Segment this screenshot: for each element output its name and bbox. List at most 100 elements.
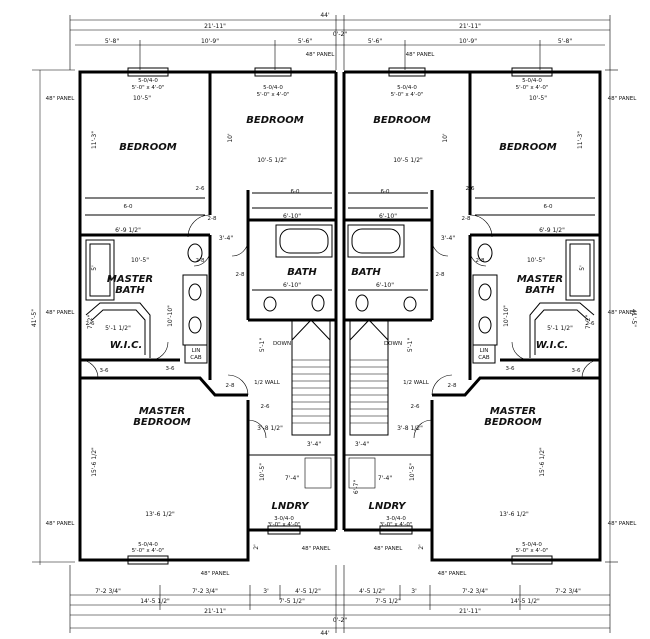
room-dim: 10'-5 1/2" (257, 157, 287, 164)
half-wall-label: 1/2 WALL (403, 380, 430, 386)
door-label: 3-6 (166, 366, 175, 372)
window-code: 5-0/4-0 (138, 78, 158, 84)
room-dim: 10' (442, 133, 449, 143)
room-master-bedroom: BEDROOM (484, 417, 541, 428)
room-dim: 5'-1" (407, 338, 414, 352)
room-dim: 5' (91, 265, 98, 271)
bot-dim-l-mid: 7'-5 1/2" (279, 598, 305, 605)
window-size: 3'-0" x 4'-0" (268, 522, 301, 528)
door-label: 2-6 (411, 404, 420, 410)
top-dim-r-c: 5'-8" (558, 38, 572, 45)
room-dim: 3'-4" (441, 235, 455, 242)
unit-right (342, 67, 602, 565)
door-label: 2-8 (208, 216, 217, 222)
panel-label: 48" PANEL (438, 571, 468, 577)
half-width-left-top: 21'-11" (204, 23, 226, 30)
room-wic: W.I.C. (110, 340, 143, 351)
bot-dim-l-wide: 14'-5 1/2" (140, 598, 170, 605)
window-size: 5'-0" x 4'-0" (516, 548, 549, 554)
stair-down-label: DOWN (384, 341, 402, 347)
bot-dim-l-b: 7'-2 3/4" (192, 588, 218, 595)
room-dim: 11'-3" (577, 131, 584, 149)
room-dim: 6'-9 1/2" (539, 227, 565, 234)
room-dim: 15'-6 1/2" (91, 447, 98, 477)
center-gap-bottom: 0'-2" (333, 617, 347, 624)
room-bedroom: BEDROOM (246, 115, 303, 126)
top-dim-l-b: 10'-9" (201, 38, 219, 45)
room-dim: 7'-4" (285, 475, 299, 482)
room-dim: 10'-5" (529, 95, 547, 102)
panel-label: 48" PANEL (608, 310, 638, 316)
door-label: 2-6 (261, 404, 270, 410)
room-dim: 10'-5" (259, 463, 266, 481)
panel-label: 48" PANEL (201, 571, 231, 577)
room-dim: 13'-6 1/2" (145, 511, 175, 518)
bot-dim-l-a: 7'-2 3/4" (95, 588, 121, 595)
panel-label: 48" PANEL (46, 96, 76, 102)
dimension-texts: 44' 0'-2" 21'-11" 21'-11" 5'-8" 10'-9" 5… (31, 12, 637, 637)
top-dim-r-b: 10'-9" (459, 38, 477, 45)
window-code: 5-0/4-0 (397, 85, 417, 91)
door-label: 3-6 (100, 368, 109, 374)
panel-label: 48" PANEL (608, 96, 638, 102)
door-label: 2-8 (196, 258, 205, 264)
overall-width-top: 44' (320, 12, 330, 19)
lin-cab-label: LIN (192, 348, 201, 354)
bot-dim-l-c: 3' (263, 588, 269, 595)
room-laundry: LNDRY (271, 501, 310, 512)
room-dim: 10'-5" (409, 463, 416, 481)
room-wic: W.I.C. (536, 340, 569, 351)
room-bath: BATH (351, 267, 381, 278)
room-master-bath: MASTER (517, 274, 563, 285)
room-dim: 6'-10" (376, 282, 394, 289)
closet-door-label: 6-0 (291, 189, 300, 195)
room-dimensions: 10'-5" 10'-5" 11'-3" 11'-3" 10'-5 1/2" 1… (87, 95, 592, 550)
room-dim: 2' (418, 544, 425, 550)
bot-dim-r-wide: 14'-5 1/2" (510, 598, 540, 605)
room-dim: 7'-2" (87, 315, 94, 329)
door-label: 2-8 (462, 216, 471, 222)
window-code: 5-0/4-0 (522, 78, 542, 84)
door-label: 3-6 (572, 368, 581, 374)
room-master-bath: MASTER (107, 274, 153, 285)
lin-cab-label: LIN (480, 348, 489, 354)
room-dim: 6'-10" (379, 213, 397, 220)
window-size: 5'-0" x 4'-0" (132, 548, 165, 554)
bot-dim-r-a: 4'-5 1/2" (359, 588, 385, 595)
room-master-bedroom: MASTER (139, 406, 185, 417)
room-laundry: LNDRY (368, 501, 407, 512)
half-width-right-top: 21'-11" (459, 23, 481, 30)
top-dim-r-a: 5'-6" (368, 38, 382, 45)
room-bedroom: BEDROOM (119, 142, 176, 153)
room-master-bath: BATH (115, 285, 145, 296)
door-label: 2-8 (476, 258, 485, 264)
room-dim: 6'-10" (283, 213, 301, 220)
window-size: 5'-0" x 4'-0" (516, 85, 549, 91)
room-dim: 3'-4" (307, 441, 321, 448)
room-dim: 6'-7" (353, 480, 360, 494)
room-dim: 6'-10" (283, 282, 301, 289)
panel-label: 48" PANEL (302, 546, 332, 552)
half-width-left-bottom: 21'-11" (204, 608, 226, 615)
room-bath: BATH (287, 267, 317, 278)
room-dim: 7'-2" (585, 315, 592, 329)
window-size: 5'-0" x 4'-0" (391, 92, 424, 98)
door-label: 3-6 (506, 366, 515, 372)
window-code: 5-0/4-0 (263, 85, 283, 91)
room-bedroom: BEDROOM (499, 142, 556, 153)
window-code: 5-0/4-0 (138, 542, 158, 548)
room-dim: 5' (579, 265, 586, 271)
bot-dim-l-d: 4'-5 1/2" (295, 588, 321, 595)
misc-labels: DOWN DOWN 1/2 WALL 1/2 WALL LIN CAB LIN … (86, 78, 595, 554)
door-label: 2-6 (86, 321, 95, 327)
window-size: 5'-0" x 4'-0" (132, 85, 165, 91)
door-label: 2-8 (236, 272, 245, 278)
panel-label: 48" PANEL (406, 52, 436, 58)
overall-width-bottom: 44' (320, 630, 330, 637)
height-left: 41'-5" (31, 309, 38, 327)
room-dim: 7'-4" (378, 475, 392, 482)
door-label: 2-6 (466, 186, 475, 192)
bot-dim-r-d: 7'-2 3/4" (555, 588, 581, 595)
panel-label: 48" PANEL (46, 310, 76, 316)
